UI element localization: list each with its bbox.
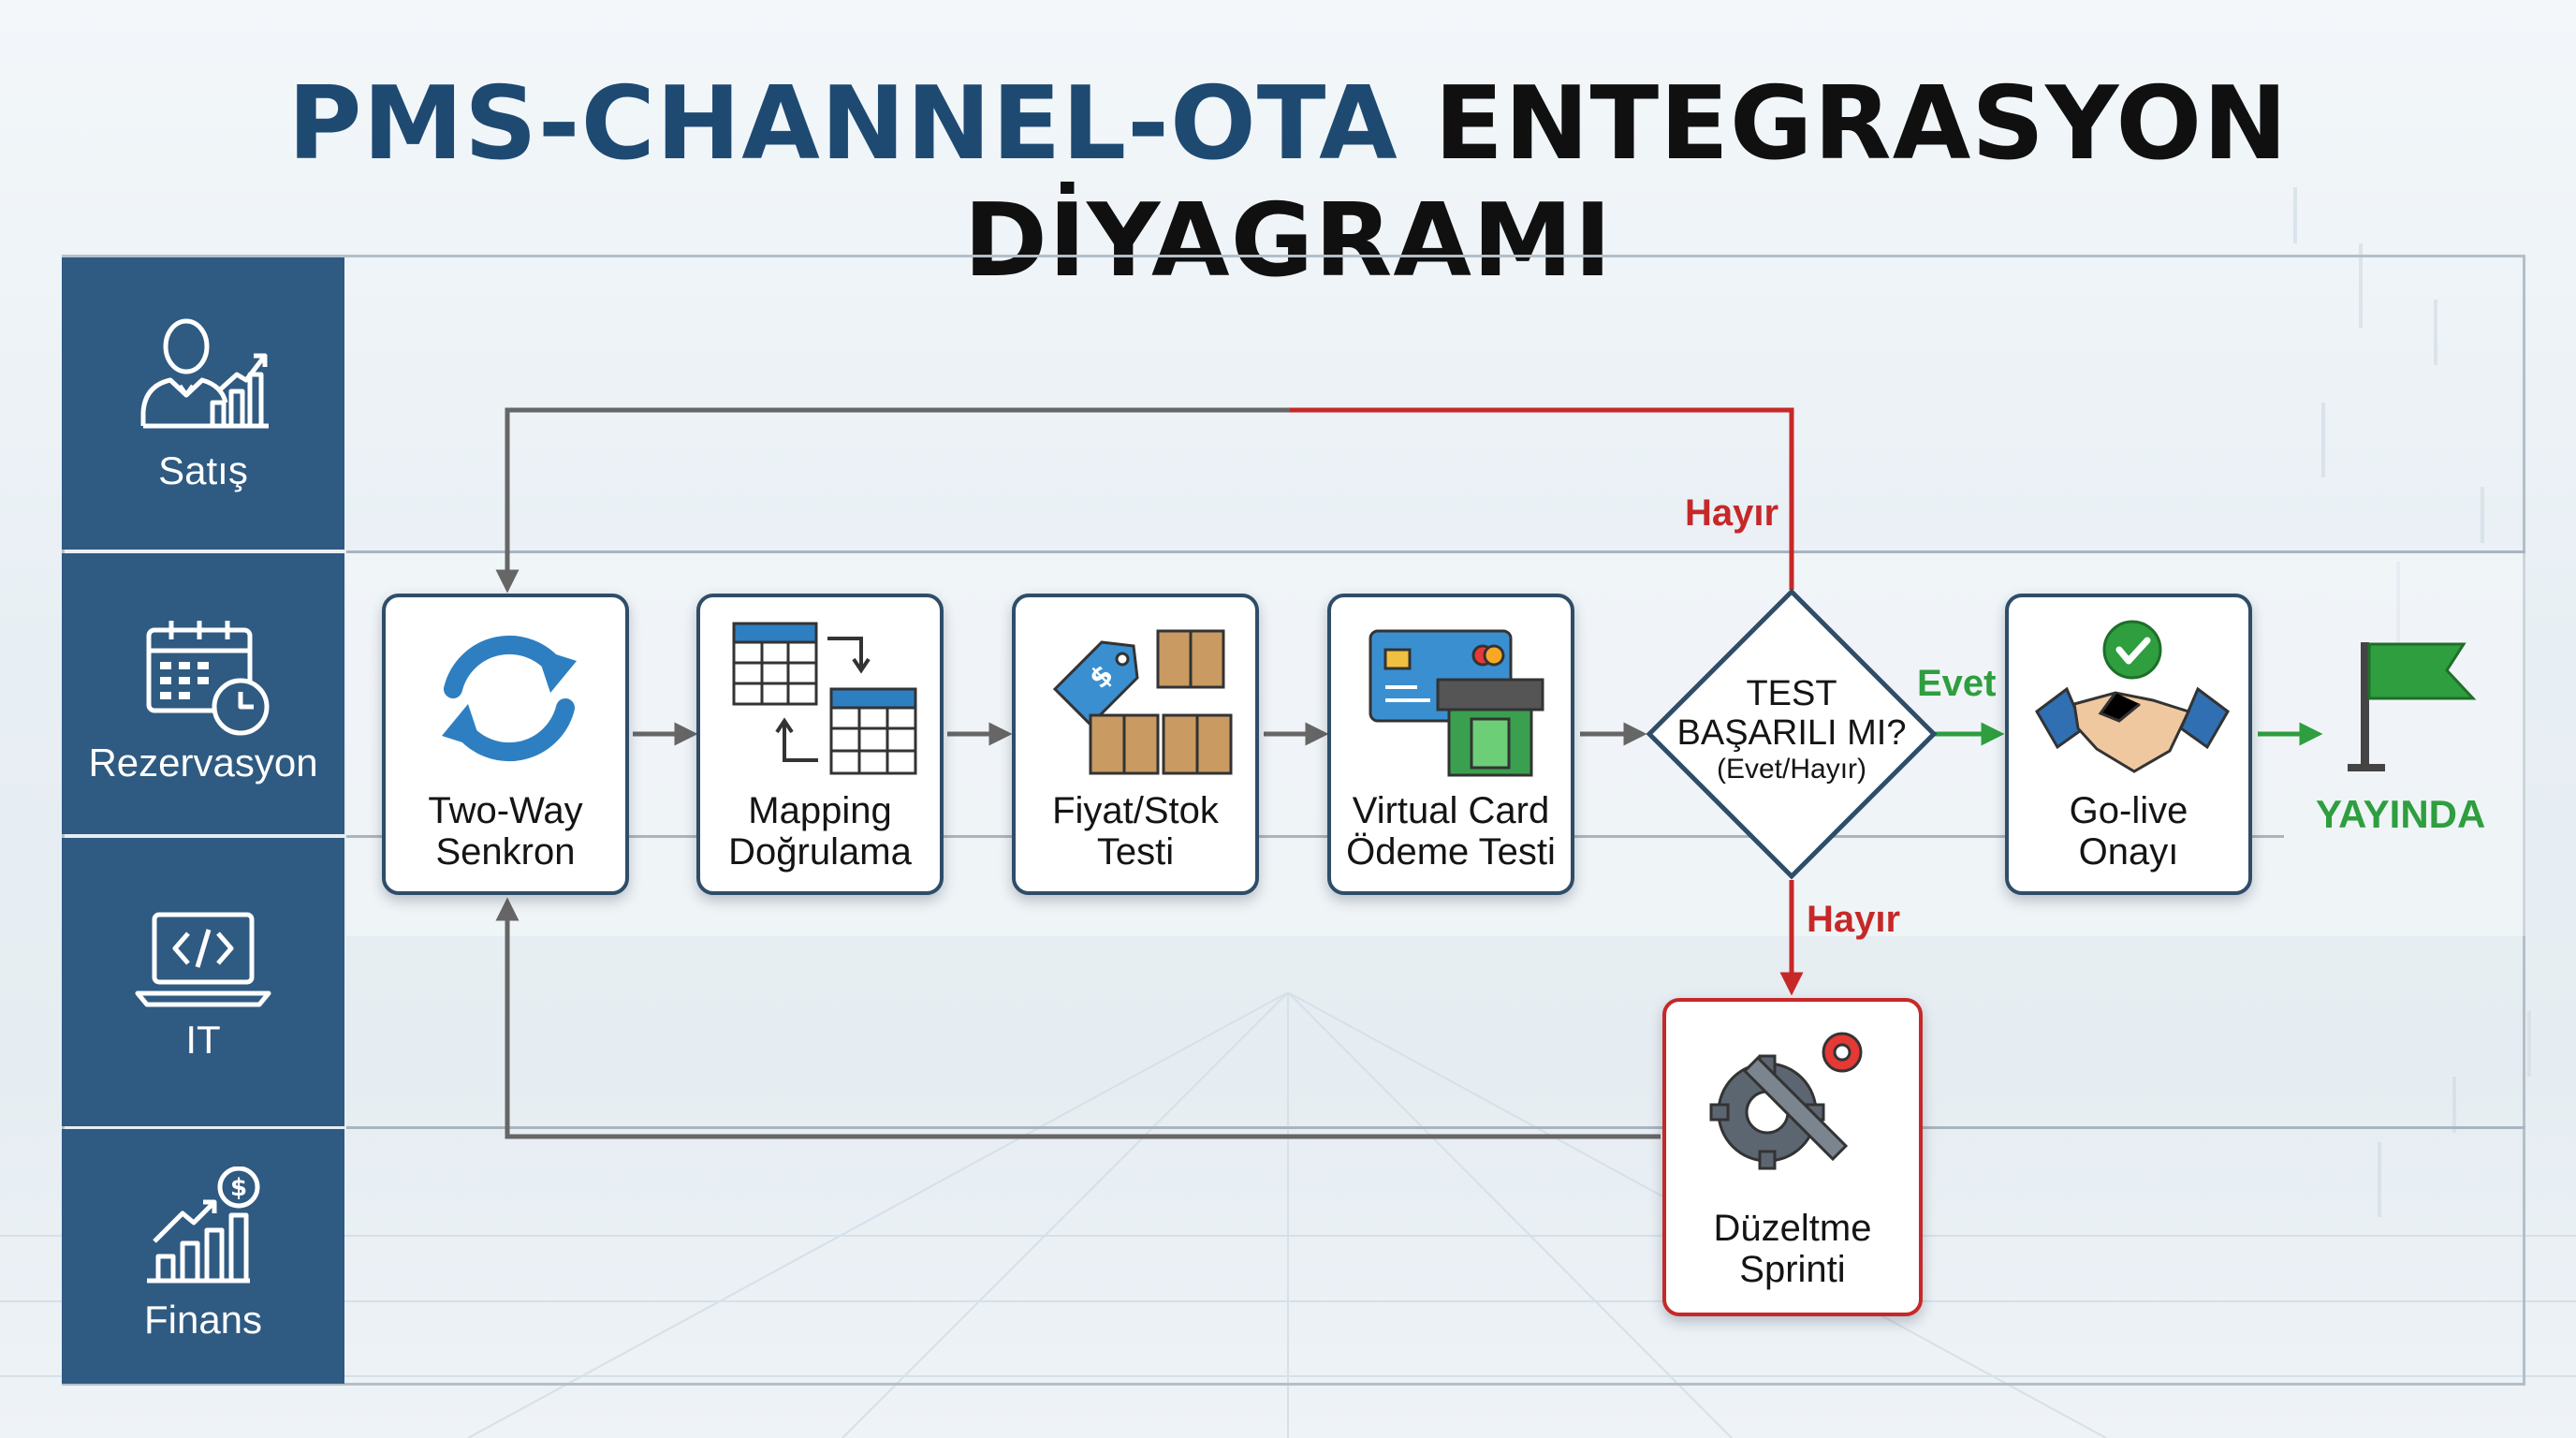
node-label-line: Doğrulama [728, 831, 912, 873]
lane-rezervasyon: Rezervasyon [62, 553, 344, 834]
lane-divider [346, 550, 2525, 553]
lane-divider [346, 1126, 2525, 1129]
green-flag-icon [2348, 642, 2477, 771]
title-part-pms-channel-ota: PMS-CHANNEL-OTA [287, 66, 1398, 183]
label-hayir-bottom: Hayır [1807, 899, 1901, 940]
node-label-line: Go-live [2069, 790, 2188, 831]
table-mapping-icon [732, 622, 917, 775]
decision-line-test: TEST [1746, 674, 1837, 713]
lane-label-rezervasyon: Rezervasyon [88, 741, 318, 785]
lane-divider [346, 835, 2284, 838]
title-part-entegrasyon: ENTEGRASYON DİYAGRAMI [963, 66, 2289, 300]
node-label-line: Sprinti [1739, 1249, 1846, 1290]
finance-chart-dollar-icon: $ [147, 1167, 260, 1284]
node-label-line: Fiyat/Stok [1052, 790, 1219, 831]
lane-label-it: IT [185, 1018, 221, 1062]
node-virtual-card-odeme-testi: Virtual Card Ödeme Testi [1327, 594, 1574, 895]
credit-card-terminal-icon [1368, 629, 1544, 777]
lane-satis: Satış [62, 257, 344, 550]
loop-bottom-grey [495, 897, 1661, 1139]
node-label-line: Düzeltme [1713, 1208, 1872, 1249]
loop-top-red [1290, 407, 1794, 590]
wrench-gear-icon [1709, 1032, 1863, 1170]
decision-line-evet-hayir: (Evet/Hayır) [1716, 754, 1867, 785]
node-label-line: Two-Way [428, 790, 583, 831]
price-tag-boxes-icon: $ [1052, 629, 1233, 775]
loop-top-grey [495, 407, 1290, 594]
node-label: Two-Way Senkron [386, 790, 625, 873]
node-label: Mapping Doğrulama [700, 790, 940, 873]
laptop-code-icon [135, 912, 271, 1007]
decision-diamond [1646, 588, 1938, 880]
node-duzeltme-sprinti: Düzeltme Sprinti [1662, 998, 1923, 1316]
node-label-line: Senkron [435, 831, 576, 873]
node-label-line: Onayı [2078, 831, 2179, 873]
decision-label: TEST BAŞARILI MI? (Evet/Hayır) [1642, 674, 1941, 786]
node-two-way-senkron: Two-Way Senkron [382, 594, 629, 895]
lane-finans: $ Finans [62, 1129, 344, 1384]
sync-arrows-icon [442, 635, 577, 762]
node-label: Fiyat/Stok Testi [1016, 790, 1255, 873]
node-go-live-onayi: Go-live Onayı [2005, 594, 2252, 895]
lane-it: IT [62, 838, 344, 1126]
node-label-line: Virtual Card [1352, 790, 1550, 831]
svg-text:$: $ [230, 1174, 247, 1202]
label-yayinda: YAYINDA [2316, 792, 2486, 836]
handshake-check-icon [2035, 620, 2230, 773]
calendar-clock-icon [146, 621, 270, 736]
sales-person-chart-icon [140, 318, 269, 429]
node-fiyat-stok-testi: $ Fiyat/Stok Testi [1012, 594, 1259, 895]
node-label-line: Testi [1096, 831, 1175, 873]
node-label-line: Ödeme Testi [1346, 831, 1556, 873]
lane-label-finans: Finans [143, 1298, 263, 1342]
node-label: Virtual Card Ödeme Testi [1331, 790, 1571, 873]
label-hayir-top: Hayır [1685, 492, 1779, 534]
page-title: PMS-CHANNEL-OTA ENTEGRASYON DİYAGRAMI [0, 66, 2576, 300]
node-label: Düzeltme Sprinti [1666, 1208, 1919, 1290]
node-mapping-dogrulama: Mapping Doğrulama [696, 594, 944, 895]
lane-label-satis: Satış [158, 448, 248, 492]
node-label-line: Mapping [748, 790, 892, 831]
node-label: Go-live Onayı [2009, 790, 2248, 873]
decision-line-basarili: BAŞARILI MI? [1676, 713, 1907, 753]
label-evet: Evet [1917, 663, 1997, 704]
